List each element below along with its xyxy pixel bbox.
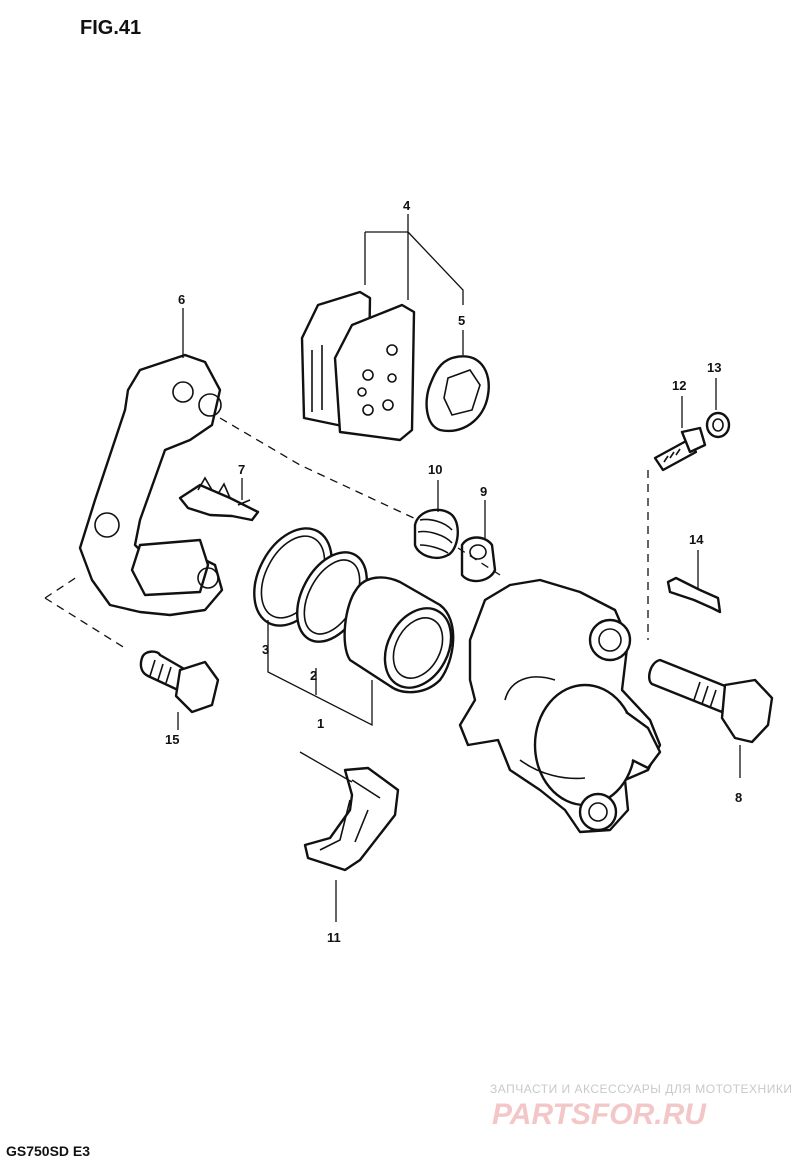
model-code: GS750SD E3 [6,1143,90,1159]
bracket-mounting-bolt [139,650,220,714]
caliper-bracket [78,353,224,617]
bleeder-screw [653,426,707,472]
callout-11: 11 [327,930,341,945]
callout-3: 3 [262,642,269,657]
callout-14: 14 [689,532,704,547]
slide-pin-boot [413,508,459,559]
callout-5: 5 [458,313,465,328]
watermark-tagline: ЗАПЧАСТИ И АКСЕССУАРЫ ДЛЯ МОТОТЕХНИКИ [490,1082,792,1096]
callout-7: 7 [238,462,245,477]
retaining-clip [666,576,722,614]
callout-10: 10 [428,462,442,477]
callout-4: 4 [403,198,411,213]
pad-spring [178,476,260,522]
watermark-brand: PARTSFOR.RU [492,1098,707,1131]
bleeder-cap [705,411,731,439]
callout-15: 15 [165,732,179,747]
callout-8: 8 [735,790,742,805]
pad-shim [425,355,490,433]
slide-pin-bolt [648,658,774,744]
callout-13: 13 [707,360,721,375]
caliper-housing [458,578,662,834]
callout-1: 1 [317,716,324,731]
callout-2: 2 [310,668,317,683]
callout-12: 12 [672,378,686,393]
callout-6: 6 [178,292,185,307]
caliper-piston [343,576,455,694]
callout-9: 9 [480,484,487,499]
boot-ring [460,536,497,583]
pad-retainer [299,751,400,872]
brake-pad-set [300,290,416,442]
figure-title: FIG.41 [80,17,141,39]
